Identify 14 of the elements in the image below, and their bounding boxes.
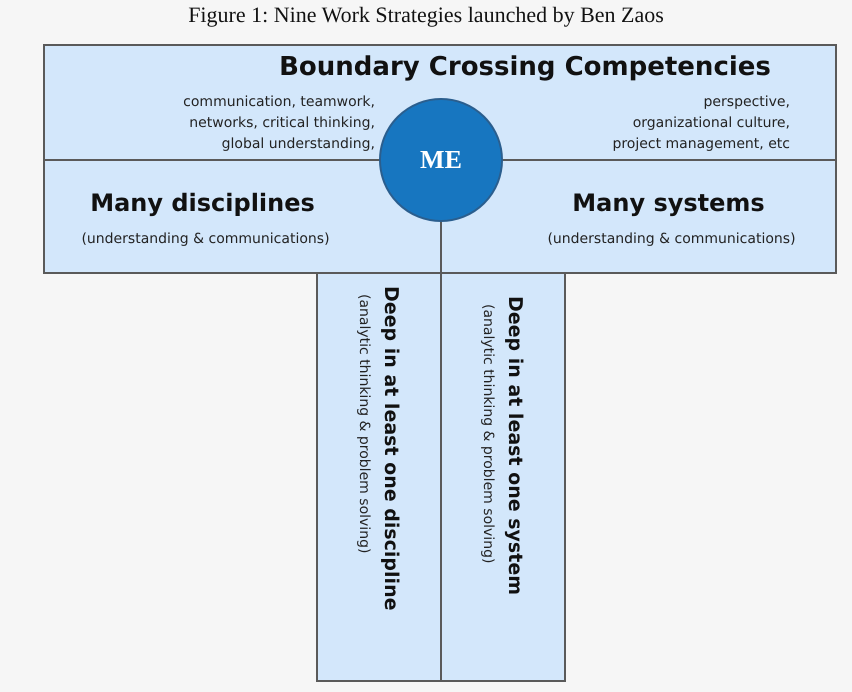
box-heading: Many disciplines xyxy=(89,189,316,217)
box-heading: Many systems xyxy=(571,189,766,217)
competency-list: perspective, organizational culture, project management, etc xyxy=(600,92,790,155)
depth-column xyxy=(440,272,566,682)
column-subtitle: (analytic thinking & problem solving) xyxy=(356,294,372,554)
figure-title: Figure 1: Nine Work Strategies launched by Ben Zaos xyxy=(187,2,665,28)
section-heading: Boundary Crossing Competencies xyxy=(278,52,772,82)
depth-column xyxy=(316,272,442,682)
competency-list: communication, teamwork, networks, critical thinking, global understanding, xyxy=(175,92,375,155)
column-heading: Deep in at least one discipline xyxy=(380,286,402,610)
column-subtitle: (analytic thinking & problem solving) xyxy=(480,304,496,564)
column-heading: Deep in at least one system xyxy=(504,296,526,596)
box-subtitle: (understanding & communications) xyxy=(80,231,331,247)
box-subtitle: (understanding & communications) xyxy=(546,231,797,247)
